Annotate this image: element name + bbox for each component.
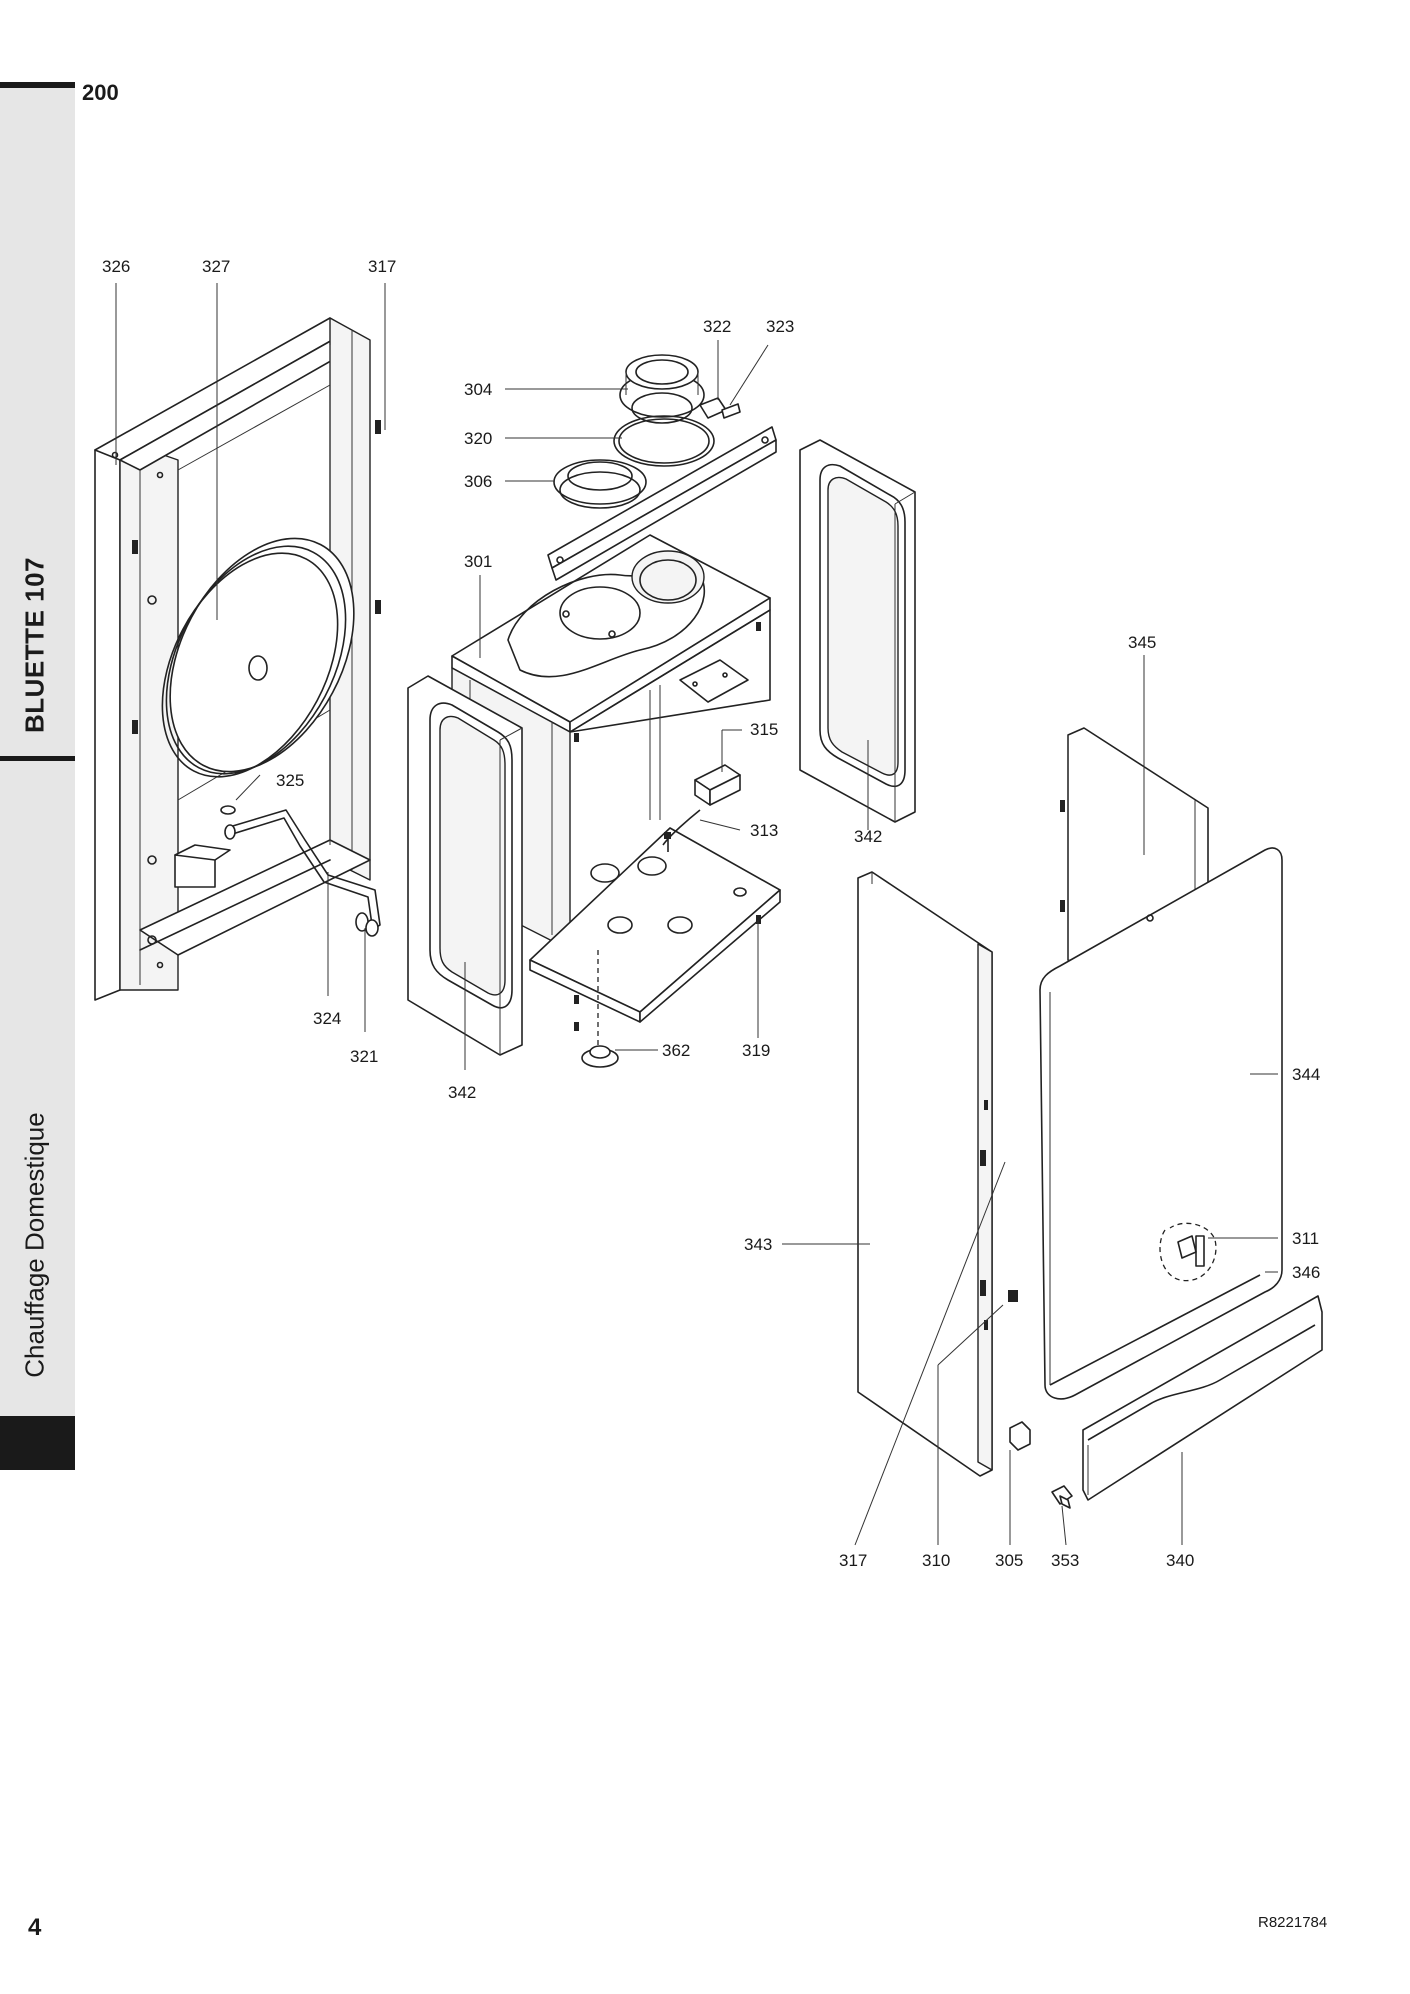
side-panel-right-part — [799, 439, 916, 823]
small-hardware-parts — [1008, 1290, 1073, 1509]
side-panel-left-part — [407, 675, 523, 1056]
top-rail-part — [547, 426, 777, 581]
part-label-317-bottom: 317 — [839, 1551, 867, 1570]
leader-lines — [115, 283, 1278, 1546]
part-label-325: 325 — [276, 771, 304, 790]
part-label-344: 344 — [1292, 1065, 1320, 1084]
part-label-317-top: 317 — [368, 257, 396, 276]
part-label-311: 311 — [1292, 1229, 1319, 1248]
ash-drawer-340 — [1082, 1295, 1323, 1501]
part-label-323: 323 — [766, 317, 794, 336]
part-label-322: 322 — [703, 317, 731, 336]
part-label-345: 345 — [1128, 633, 1156, 652]
part-label-315: 315 — [750, 720, 778, 739]
pipe-assembly-part — [174, 805, 381, 937]
part-label-362: 362 — [662, 1041, 690, 1060]
part-number-labels: 326 327 317 322 323 304 320 306 301 345 … — [102, 257, 1320, 1570]
part-label-342-left: 342 — [448, 1083, 476, 1102]
part-label-306: 306 — [464, 472, 492, 491]
side-strip-top-bar — [0, 82, 75, 88]
rear-frame-part — [94, 317, 381, 1001]
part-label-310: 310 — [922, 1551, 950, 1570]
outer-side-panel-343 — [857, 871, 993, 1477]
deflector-disc-part — [161, 537, 355, 778]
page-number: 4 — [28, 1914, 42, 1941]
part-label-327: 327 — [202, 257, 230, 276]
part-label-301: 301 — [464, 552, 492, 571]
side-strip-divider — [0, 756, 75, 761]
part-label-340: 340 — [1166, 1551, 1194, 1570]
section-number: 200 — [82, 80, 119, 105]
part-label-326: 326 — [102, 257, 130, 276]
part-label-319: 319 — [742, 1041, 770, 1060]
part-label-313: 313 — [750, 821, 778, 840]
part-label-304: 304 — [464, 380, 492, 399]
document-reference: R8221784 — [1258, 1914, 1328, 1931]
part-label-321: 321 — [350, 1047, 378, 1066]
side-strip — [0, 82, 75, 1470]
part-label-305: 305 — [995, 1551, 1023, 1570]
part-label-343: 343 — [744, 1235, 772, 1254]
part-label-353: 353 — [1051, 1551, 1079, 1570]
part-label-320: 320 — [464, 429, 492, 448]
flue-collar-parts — [553, 354, 741, 509]
side-strip-black-tab — [0, 1416, 75, 1470]
part-label-342-right: 342 — [854, 827, 882, 846]
front-door-344 — [1039, 847, 1283, 1400]
part-label-324: 324 — [313, 1009, 341, 1028]
part-label-346: 346 — [1292, 1263, 1320, 1282]
